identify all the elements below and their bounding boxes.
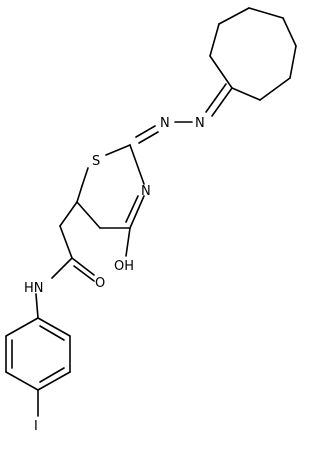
acetamide-chain: [51, 201, 95, 282]
atom-label-s: S: [92, 154, 100, 169]
bond: [5, 317, 39, 337]
bond: [282, 17, 297, 47]
bond: [37, 371, 71, 391]
bond: [59, 201, 78, 227]
bond: [125, 227, 131, 257]
atom-label-n-azo-2: N: [160, 116, 170, 131]
bond: [71, 257, 95, 276]
bond: [105, 144, 131, 156]
atom-label-i: I: [34, 419, 38, 434]
bond: [35, 293, 39, 319]
bond: [5, 371, 39, 391]
bond: [76, 201, 101, 229]
bond: [59, 225, 73, 259]
structure-svg: N N S N OH O HN I: [5, 7, 297, 434]
azine-double-bond: [135, 125, 159, 144]
bond: [129, 195, 145, 229]
bond: [39, 367, 65, 383]
bond: [209, 23, 220, 57]
bond: [81, 167, 89, 187]
bond: [289, 45, 297, 79]
bond: [73, 265, 95, 282]
thiazole-ring: [76, 144, 145, 229]
bond: [125, 195, 139, 223]
molecule-diagram: N N S N OH O HN I: [5, 7, 297, 434]
bond: [39, 325, 65, 341]
bond: [248, 7, 284, 19]
bond: [37, 317, 71, 337]
atom-label-oh: OH: [114, 259, 134, 274]
bond: [205, 83, 227, 113]
bond: [51, 257, 73, 279]
bond: [138, 131, 159, 144]
phenyl-ring: [5, 317, 71, 391]
bond: [231, 87, 261, 101]
bond: [76, 185, 83, 203]
atom-label-hn: HN: [24, 281, 44, 296]
atom-label-n-ring: N: [141, 184, 151, 199]
cycloheptane-ring: [209, 7, 297, 101]
bond: [218, 7, 250, 25]
atom-label-o: O: [95, 276, 105, 291]
atom-label-n-azo-1: N: [195, 116, 205, 131]
bond: [211, 87, 233, 117]
bond: [209, 55, 233, 89]
bond: [135, 125, 156, 138]
bond: [259, 77, 291, 101]
exocyclic-double-bond: [205, 83, 233, 117]
bond: [129, 144, 145, 185]
